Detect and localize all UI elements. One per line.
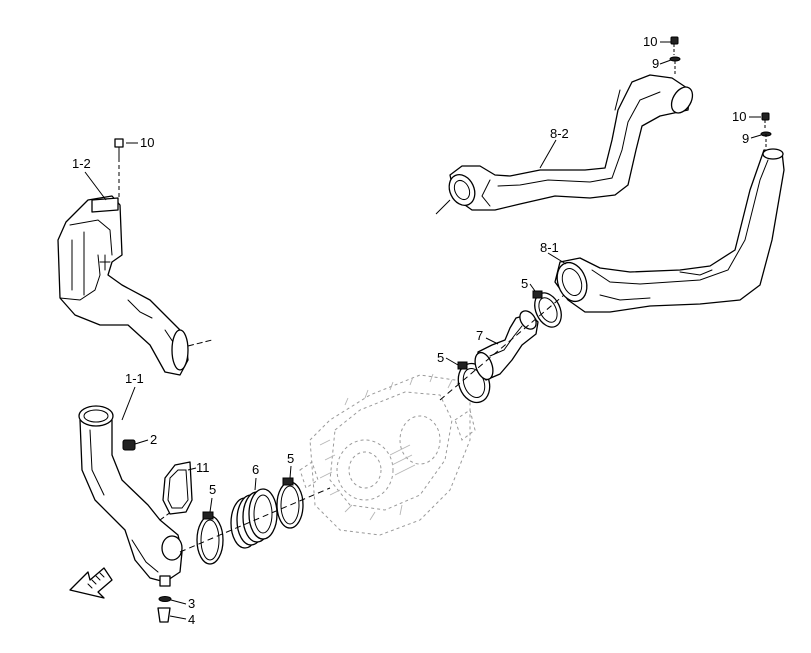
label-part-6: 6 xyxy=(252,462,259,477)
bolt-part-10-right xyxy=(761,112,770,130)
fitting-part-2 xyxy=(122,439,149,451)
bolt-part-10-top xyxy=(670,36,679,55)
label-part-1-1: 1-1 xyxy=(125,371,144,386)
label-part-9-right: 9 xyxy=(742,131,749,146)
label-part-3: 3 xyxy=(188,596,195,611)
washer-part-3 xyxy=(158,596,187,605)
bellows-part-6 xyxy=(230,477,278,549)
label-part-8-1: 8-1 xyxy=(540,240,559,255)
gasket-part-11 xyxy=(162,461,197,515)
clamp-part-5-b xyxy=(276,465,304,529)
pipe-part-1-1 xyxy=(78,405,191,587)
clamp-part-5-d xyxy=(529,283,562,328)
clamp-part-5-a xyxy=(196,497,224,565)
label-part-5-d: 5 xyxy=(521,276,528,291)
label-part-1-2: 1-2 xyxy=(72,156,91,171)
label-part-5-b: 5 xyxy=(287,451,294,466)
front-direction-arrow-icon xyxy=(69,567,113,599)
washer-part-9-top xyxy=(669,56,681,74)
ghost-gearbox xyxy=(299,373,476,536)
washer-part-9-right xyxy=(760,131,772,148)
label-part-2: 2 xyxy=(150,432,157,447)
callout-leaders xyxy=(84,41,762,421)
duct-part-8-1 xyxy=(554,148,785,313)
label-part-9-top: 9 xyxy=(652,56,659,71)
bolt-part-10-left xyxy=(114,138,124,200)
label-part-5-c: 5 xyxy=(437,350,444,365)
clip-part-4 xyxy=(157,607,187,623)
label-part-4: 4 xyxy=(188,612,195,627)
label-part-8-2: 8-2 xyxy=(550,126,569,141)
label-part-10-right: 10 xyxy=(732,109,746,124)
label-part-10-top: 10 xyxy=(643,34,657,49)
duct-part-1-2 xyxy=(57,195,213,376)
duct-part-8-2 xyxy=(435,74,694,215)
label-part-10-left: 10 xyxy=(140,135,154,150)
label-part-7: 7 xyxy=(476,328,483,343)
label-part-11: 11 xyxy=(196,460,210,475)
label-part-5-a: 5 xyxy=(209,482,216,497)
